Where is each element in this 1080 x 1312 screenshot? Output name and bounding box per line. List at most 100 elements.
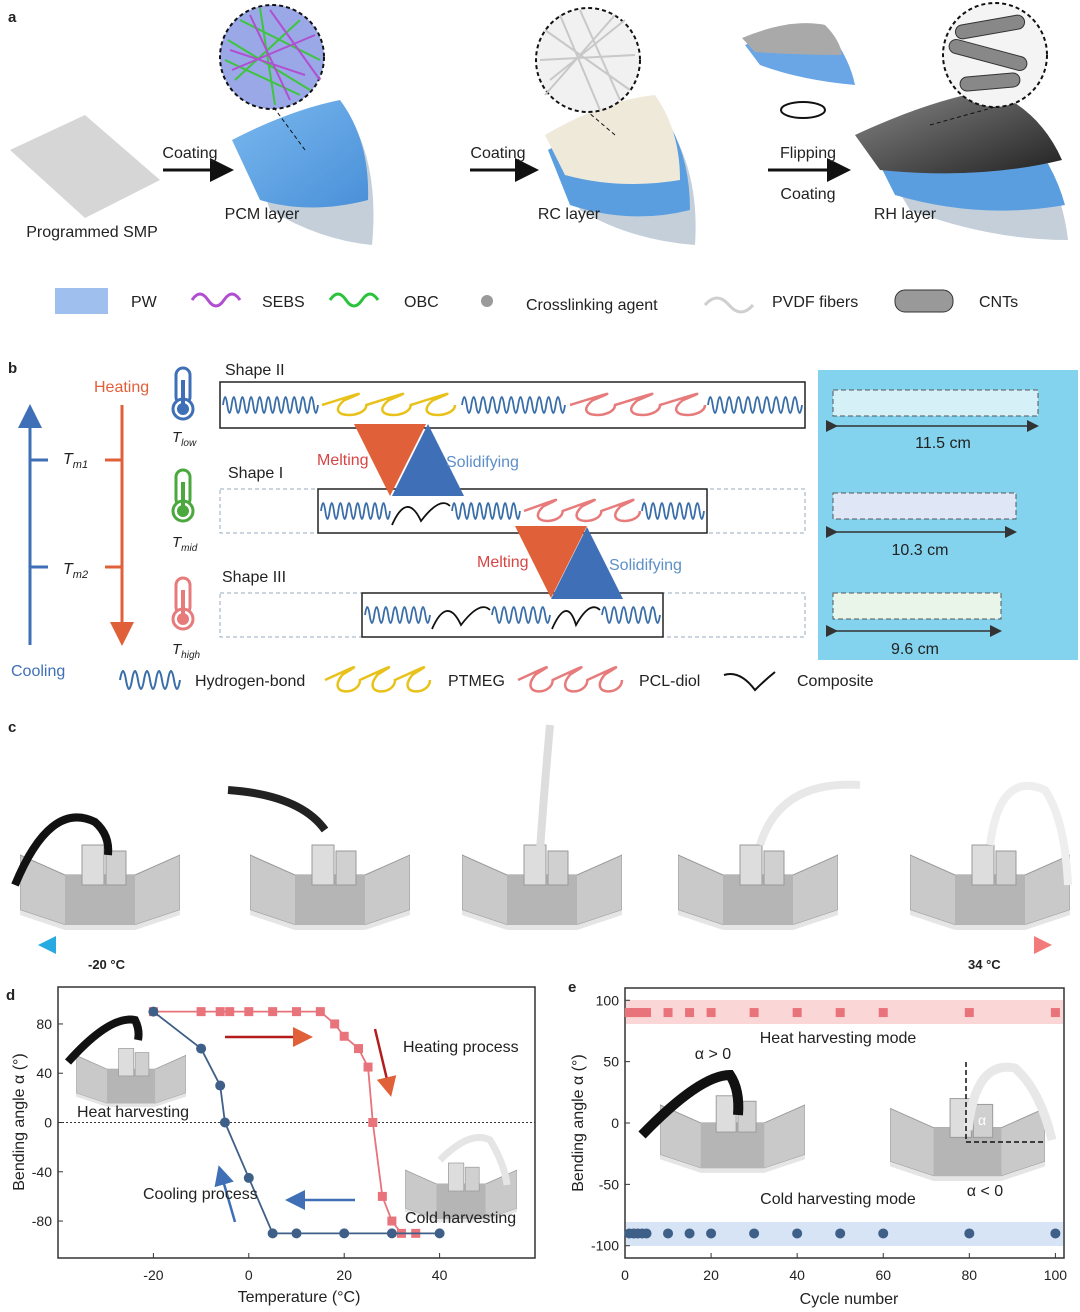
data-point-square (215, 1007, 225, 1017)
data-point-circle (706, 1228, 717, 1239)
x-tick-label: -20 (143, 1267, 163, 1283)
pw-swatch (55, 288, 108, 314)
composite-icon (723, 671, 776, 692)
inset-leader (929, 106, 996, 126)
data-point-circle (878, 1228, 889, 1239)
label-t-mid: Tmid (172, 534, 198, 554)
x-tick-label: 60 (875, 1267, 891, 1283)
x-tick-label: 100 (1044, 1267, 1068, 1283)
soft-segment-chain (569, 392, 707, 417)
label-coating-1: Coating (162, 145, 217, 162)
x-tick-label: 80 (962, 1267, 978, 1283)
legend-obc: OBC (404, 294, 439, 311)
x-tick-label: 0 (245, 1267, 253, 1283)
panel-letter-d: d (6, 987, 15, 1004)
thermometer-level (181, 590, 185, 614)
annotation-cold-harvesting: Cold harvesting (405, 1210, 516, 1227)
data-point-square (368, 1118, 378, 1127)
legend-pvdf: PVDF fibers (772, 294, 858, 311)
annotation-cooling: Cooling process (143, 1186, 258, 1203)
legend-b (119, 666, 776, 693)
series-line (152, 1010, 440, 1235)
legend-a: PW SEBS OBC Crosslinking agent PVDF fibe… (55, 288, 1018, 314)
x-tick-label: 20 (336, 1267, 352, 1283)
x-tick-label: 0 (621, 1267, 629, 1283)
label-t-low: Tlow (172, 429, 197, 449)
label-shape-i: Shape I (228, 465, 283, 482)
label-rh-layer: RH layer (874, 206, 937, 223)
length-shape-i: 10.3 cm (892, 542, 949, 559)
arrow-head-right (1034, 936, 1052, 954)
pcm-layer-sheet (232, 100, 369, 208)
y-tick-label: 50 (603, 1054, 619, 1070)
x-axis-label-e: Cycle number (800, 1291, 899, 1308)
data-point-square (387, 1216, 397, 1226)
data-point-square (244, 1007, 254, 1017)
rotate-icon (780, 101, 826, 119)
rh-layer-sheet (855, 90, 1062, 174)
y-tick-label: -100 (591, 1238, 619, 1254)
smp-sheet (10, 115, 160, 218)
pcm-inset-fibers (224, 7, 321, 106)
data-point-circle (267, 1228, 278, 1239)
y-tick-label: 40 (36, 1065, 52, 1081)
data-point-circle (641, 1228, 652, 1239)
annotation-alpha: α (978, 1112, 986, 1128)
shape-iii-dashed-box (219, 592, 806, 638)
panel-letter-b: b (8, 360, 17, 377)
data-point-circle (1050, 1228, 1061, 1239)
x-tick-label: 20 (703, 1267, 719, 1283)
data-point-square (835, 1008, 845, 1018)
y-tick-label: 0 (44, 1115, 52, 1131)
y-tick-label: 100 (596, 992, 620, 1008)
cooling-up-arrow (214, 1165, 237, 1223)
arrow-head-left (38, 936, 56, 954)
shape-i-dashed-box (219, 488, 806, 534)
thermometer-fill (177, 613, 189, 625)
pcm-inset-circle (219, 4, 325, 110)
y-tick-label: 80 (36, 1016, 52, 1032)
legend-ptmeg: PTMEG (448, 673, 505, 690)
length-shape-iii: 9.6 cm (891, 641, 939, 658)
composite-chain (551, 606, 601, 630)
panel-c: c -20 °C 34 °C (8, 719, 1072, 972)
data-point-square (225, 1007, 235, 1017)
photo-upright (462, 724, 622, 930)
obc-icon (328, 292, 380, 308)
soft-segment-chain (523, 498, 642, 523)
inset-photo-alpha-positive (638, 1069, 805, 1174)
thermometer-level (181, 482, 185, 506)
panel-a: a Programmed SMP Coating PCM layer Coati… (8, 2, 1068, 314)
x-tick-label: 40 (432, 1267, 448, 1283)
legend-hydrogen-bond: Hydrogen-bond (195, 673, 305, 690)
panel-letter-c: c (8, 719, 16, 736)
data-point-circle (196, 1043, 207, 1054)
label-melting-1: Melting (317, 452, 369, 469)
thermometer-level (181, 380, 185, 404)
shape-iii-box (361, 592, 664, 638)
data-point-circle (243, 1172, 254, 1183)
data-point-square (330, 1019, 340, 1029)
data-point-square (292, 1007, 301, 1017)
legend-pcl-diol: PCL-diol (639, 673, 700, 690)
y-tick-label: -80 (32, 1213, 52, 1229)
data-point-circle (684, 1228, 695, 1239)
data-point-square (354, 1044, 364, 1054)
annotation-cold-mode: Cold harvesting mode (760, 1191, 916, 1208)
hydrogen-bond-chain (491, 606, 551, 624)
x-axis-label-d: Temperature (°C) (238, 1289, 361, 1306)
label-temp-low: -20 °C (88, 957, 126, 972)
y-tick-label: -40 (32, 1164, 52, 1180)
data-point-square (792, 1008, 802, 1018)
hydrogen-bond-chain (641, 502, 705, 520)
data-point-square (964, 1008, 974, 1018)
inset-photo-heat (65, 1015, 186, 1108)
x-tick-label: 40 (789, 1267, 805, 1283)
shape-ii-box (219, 381, 806, 429)
label-pcm-layer: PCM layer (225, 206, 300, 223)
thermometer-fill (177, 403, 189, 415)
label-flipping: Flipping (780, 145, 836, 162)
legend-composite: Composite (797, 673, 874, 690)
heating-down-arrow (373, 1028, 397, 1097)
